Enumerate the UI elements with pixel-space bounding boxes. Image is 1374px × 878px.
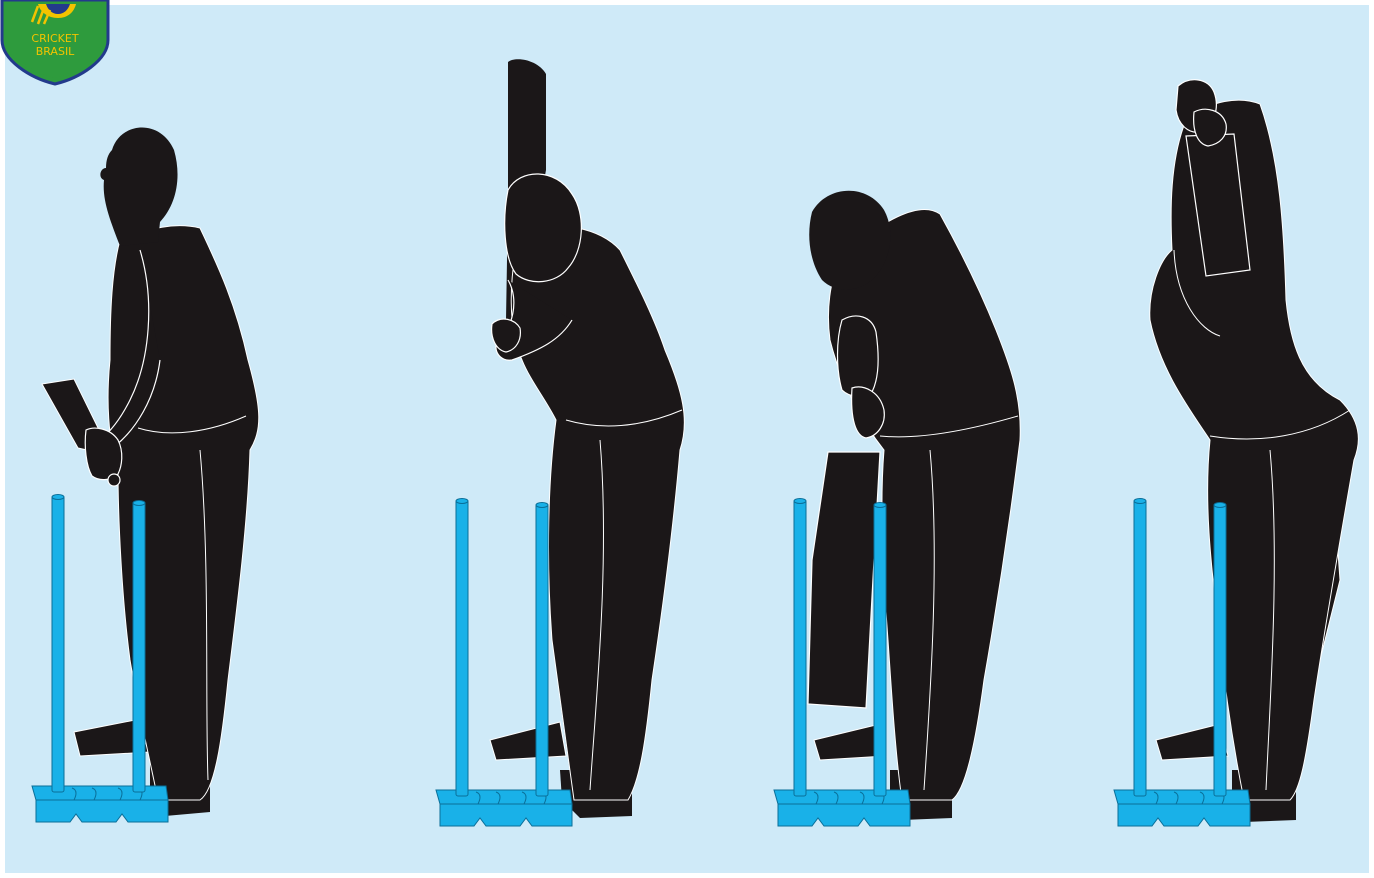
head-2	[505, 174, 582, 282]
stump	[133, 502, 145, 792]
logo-text-line1: CRICKET	[31, 32, 78, 45]
stump	[794, 500, 806, 796]
stump	[1214, 504, 1226, 796]
stump	[456, 500, 468, 796]
stump	[874, 504, 886, 796]
stump	[52, 496, 64, 792]
stump	[1134, 500, 1146, 796]
stump	[536, 504, 548, 796]
logo-text-line2: BRASIL	[36, 45, 75, 58]
